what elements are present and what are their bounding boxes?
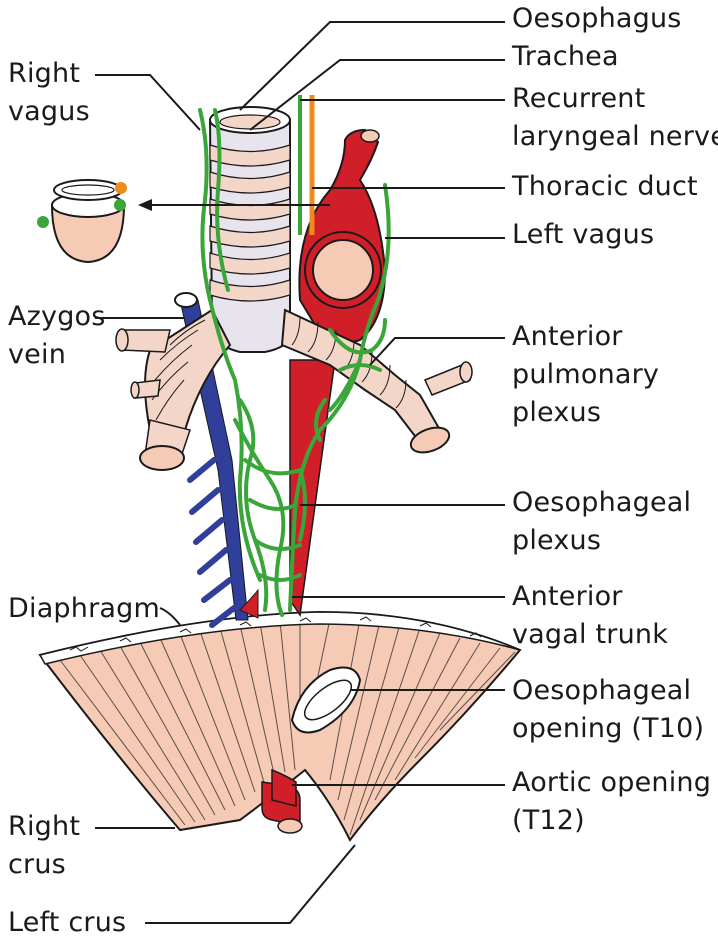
right-bronchus (115, 308, 232, 471)
label-right-vagus-2: vagus (8, 96, 90, 127)
label-anterior-pulmonary-3: plexus (512, 397, 602, 428)
label-left-crus: Left crus (8, 907, 127, 938)
label-aortic-opening-2: (T12) (512, 805, 585, 836)
label-oesophageal-plexus-1: Oesophageal (512, 487, 692, 518)
label-oesophagus: Oesophagus (512, 3, 682, 34)
aortic-opening (261, 768, 303, 834)
label-oesophageal-opening-1: Oesophageal (512, 675, 692, 706)
oesophageal-opening (290, 666, 362, 734)
label-recurrent-2: laryngeal nerve (512, 121, 718, 152)
label-thoracic-duct: Thoracic duct (512, 171, 698, 202)
trachea (208, 106, 294, 353)
label-anterior-vagal-2: vagal trunk (512, 619, 669, 650)
vagus-nerves (198, 108, 391, 617)
label-aortic-opening-1: Aortic opening (512, 767, 712, 798)
label-left-vagus: Left vagus (512, 219, 655, 250)
diaphragm-muscle (38, 610, 522, 842)
leader-lines (95, 21, 505, 924)
inset-cross-section (37, 179, 127, 264)
label-oesophageal-plexus-2: plexus (512, 525, 602, 556)
label-anterior-pulmonary-2: pulmonary (512, 359, 660, 390)
azygos-vein (174, 292, 249, 628)
label-azygos-2: vein (8, 339, 67, 370)
label-trachea: Trachea (512, 41, 619, 72)
label-diaphragm: Diaphragm (8, 593, 160, 624)
label-anterior-pulmonary-1: Anterior (512, 321, 623, 352)
label-azygos-1: Azygos (8, 301, 106, 332)
label-right-crus-1: Right (8, 811, 81, 842)
label-right-crus-2: crus (8, 849, 66, 880)
label-anterior-vagal-1: Anterior (512, 581, 623, 612)
aorta (239, 128, 387, 619)
label-oesophageal-opening-2: opening (T10) (512, 713, 705, 744)
label-right-vagus-1: Right (8, 58, 81, 89)
left-bronchus (280, 308, 473, 454)
inset-arrow (138, 199, 330, 211)
label-recurrent-1: Recurrent (512, 83, 646, 114)
